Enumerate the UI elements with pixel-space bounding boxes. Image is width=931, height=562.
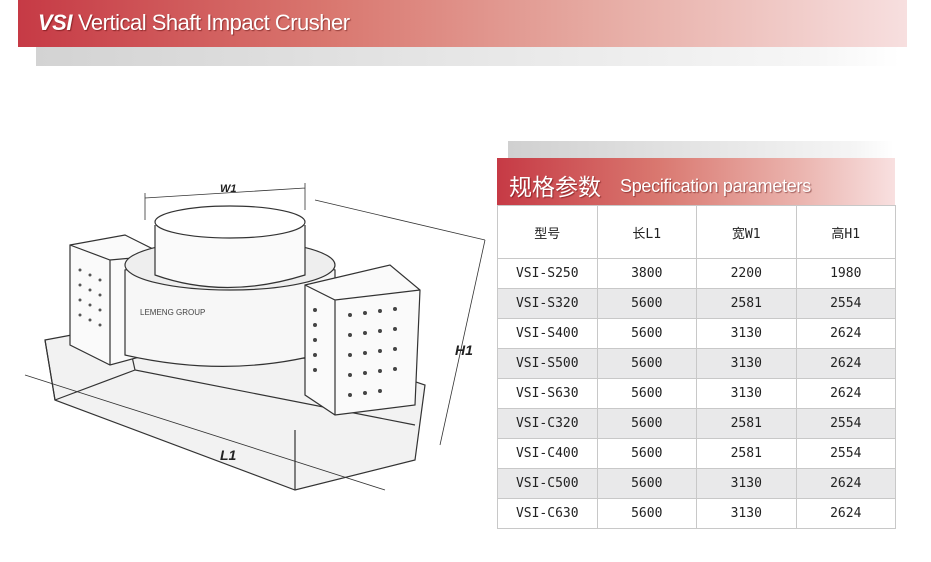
table-cell: VSI-S320 <box>497 288 598 319</box>
table-cell: 3130 <box>696 498 797 529</box>
table-cell: VSI-S500 <box>497 348 598 379</box>
table-cell: 3130 <box>696 348 797 379</box>
table-cell: 2624 <box>795 378 896 409</box>
l1-label: L1 <box>220 447 237 463</box>
table-cell: 2624 <box>795 348 896 379</box>
table-cell: 2581 <box>696 408 797 439</box>
table-cell: VSI-C630 <box>497 498 598 529</box>
table-cell: 1980 <box>795 258 896 289</box>
table-cell: 5600 <box>596 468 697 499</box>
table-cell: 5600 <box>596 408 697 439</box>
spec-title-bar: 规格参数 Specification parameters <box>497 158 895 205</box>
table-cell: 2200 <box>696 258 797 289</box>
column-header: 长L1 <box>596 205 697 259</box>
w1-label: W1 <box>220 183 237 195</box>
column-header: 高H1 <box>795 205 896 259</box>
table-cell: 5600 <box>596 288 697 319</box>
table-cell: 3130 <box>696 318 797 349</box>
column-header: 型号 <box>497 205 598 259</box>
spec-title-cn: 规格参数 <box>509 174 601 200</box>
table-cell: 5600 <box>596 348 697 379</box>
table-cell: 3130 <box>696 378 797 409</box>
table-cell: 2554 <box>795 288 896 319</box>
header-shadow-bar <box>36 47 900 66</box>
table-cell: 2624 <box>795 318 896 349</box>
table-cell: 2581 <box>696 438 797 469</box>
h1-label: H1 <box>455 342 473 358</box>
title-text: Vertical Shaft Impact Crusher <box>77 10 350 35</box>
table-cell: 2554 <box>795 408 896 439</box>
table-cell: VSI-C400 <box>497 438 598 469</box>
table-cell: VSI-C320 <box>497 408 598 439</box>
table-cell: VSI-S250 <box>497 258 598 289</box>
table-cell: VSI-S400 <box>497 318 598 349</box>
table-cell: 5600 <box>596 498 697 529</box>
logo-text: LEMENG GROUP <box>140 308 205 317</box>
table-cell: VSI-C500 <box>497 468 598 499</box>
column-header: 宽W1 <box>696 205 797 259</box>
table-cell: 5600 <box>596 318 697 349</box>
table-cell: VSI-S630 <box>497 378 598 409</box>
crusher-drawing: LEMENG GROUP W1 H1 L1 <box>24 183 486 491</box>
table-cell: 5600 <box>596 378 697 409</box>
spec-title-en: Specification parameters <box>620 176 811 196</box>
table-cell: 2581 <box>696 288 797 319</box>
table-cell: 3130 <box>696 468 797 499</box>
table-cell: 3800 <box>596 258 697 289</box>
table-cell: 2554 <box>795 438 896 469</box>
brand-label: VSI <box>38 10 72 35</box>
table-cell: 2624 <box>795 498 896 529</box>
table-cell: 2624 <box>795 468 896 499</box>
spec-shadow-bar <box>508 141 894 158</box>
table-cell: 5600 <box>596 438 697 469</box>
